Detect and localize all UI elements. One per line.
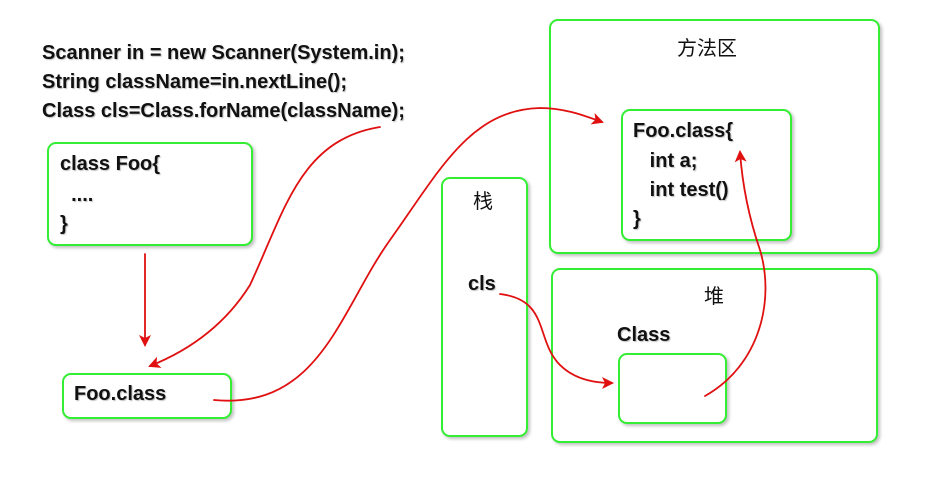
heap-title: 堆 — [704, 284, 724, 308]
heap-class-object-box — [618, 353, 727, 424]
method-area-line-4: } — [633, 208, 641, 230]
stack-title: 栈 — [473, 189, 493, 213]
code-line-1: Scanner in = new Scanner(System.in); — [42, 42, 405, 64]
foo-class-file-label: Foo.class — [74, 383, 167, 405]
method-area-line-2: int a; — [633, 150, 698, 172]
source-line-2: .... — [60, 184, 94, 206]
method-area-line-1: Foo.class{ — [633, 120, 734, 142]
stack-var-cls: cls — [468, 273, 496, 295]
foo-class-file-box — [62, 373, 232, 419]
heap-class-label: Class — [617, 324, 671, 346]
arrow-fooclass-to-method-area — [213, 107, 604, 402]
source-line-1: class Foo{ — [60, 153, 161, 175]
source-line-3: } — [60, 213, 68, 235]
stack-box — [441, 177, 528, 437]
method-area-line-3: int test() — [633, 179, 729, 201]
code-line-2: String className=in.nextLine(); — [42, 71, 348, 93]
method-area-title: 方法区 — [677, 36, 737, 60]
code-line-3: Class cls=Class.forName(className); — [42, 100, 405, 122]
